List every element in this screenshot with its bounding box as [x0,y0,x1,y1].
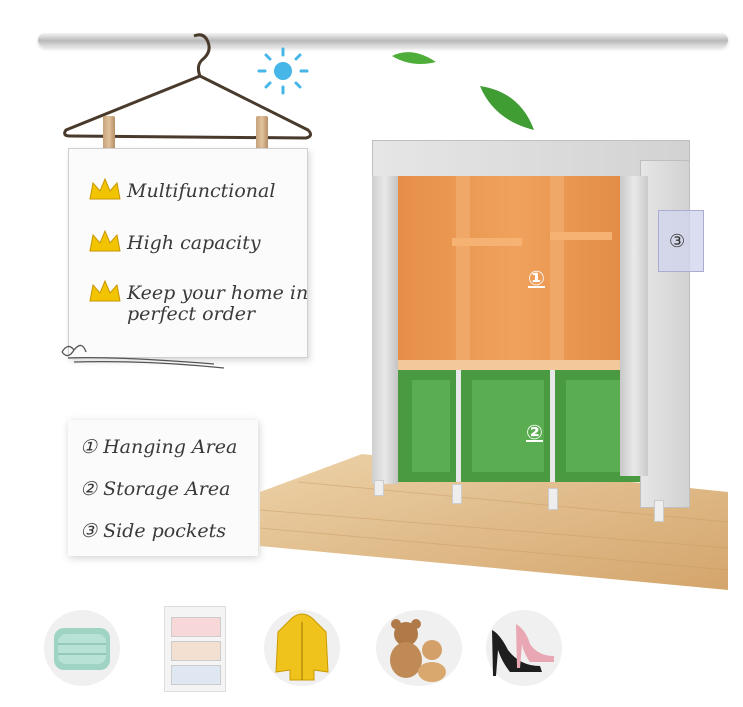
feature-card: Multifunctional High capacity Keep your … [68,148,308,358]
legend-item: ③ Side pockets [80,520,226,542]
feature-text-line2: perfect order [127,303,256,325]
storage-area-marker: ② [526,420,543,444]
scribble-icon [61,344,225,369]
wardrobe-leg [452,484,462,504]
legend-text: Storage Area [103,478,231,500]
wardrobe-leg [548,488,558,510]
legend-marker: ① [80,436,98,458]
yellow-jacket-image [264,610,340,686]
legend-marker: ③ [80,520,98,542]
legend-item: ① Hanging Area [80,436,237,458]
hanging-rail [452,238,522,246]
leaf-icon [392,52,436,64]
storage-area: ② [390,370,640,482]
side-pocket: ③ [658,210,704,272]
hanging-area-marker: ① [528,266,545,290]
clothes-rod [38,33,728,47]
pocket-marker: ③ [669,231,686,252]
curtain-right [620,176,648,476]
legend-card: ① Hanging Area ② Storage Area ③ Side poc… [68,420,258,556]
high-heels-image [486,610,562,686]
hanging-area: ① [390,176,640,362]
crown-icon [89,229,121,252]
hanging-rail [550,232,612,240]
stuffed-toys-image [376,610,462,686]
shelf [390,360,640,370]
sun-icon [257,47,309,95]
clothespin-icon [103,116,115,154]
legend-text: Side pockets [103,520,227,542]
clothespin-icon [256,116,268,154]
hanger-icon [63,33,313,140]
legend-text: Hanging Area [103,436,238,458]
feature-text: High capacity [127,232,261,254]
wardrobe-leg [374,480,384,496]
crown-icon [89,279,121,302]
feature-text: Keep your home in [127,282,309,304]
curtain-left [372,176,398,484]
crown-icon [89,177,121,200]
legend-marker: ② [80,478,98,500]
leaf-icon [480,86,534,130]
legend-item: ② Storage Area [80,478,230,500]
drawer-unit-image [164,606,226,692]
wardrobe-leg [654,500,664,522]
wardrobe: ③ ① ② [372,140,704,522]
comforter-image [44,610,120,686]
feature-text: Multifunctional [127,180,276,202]
